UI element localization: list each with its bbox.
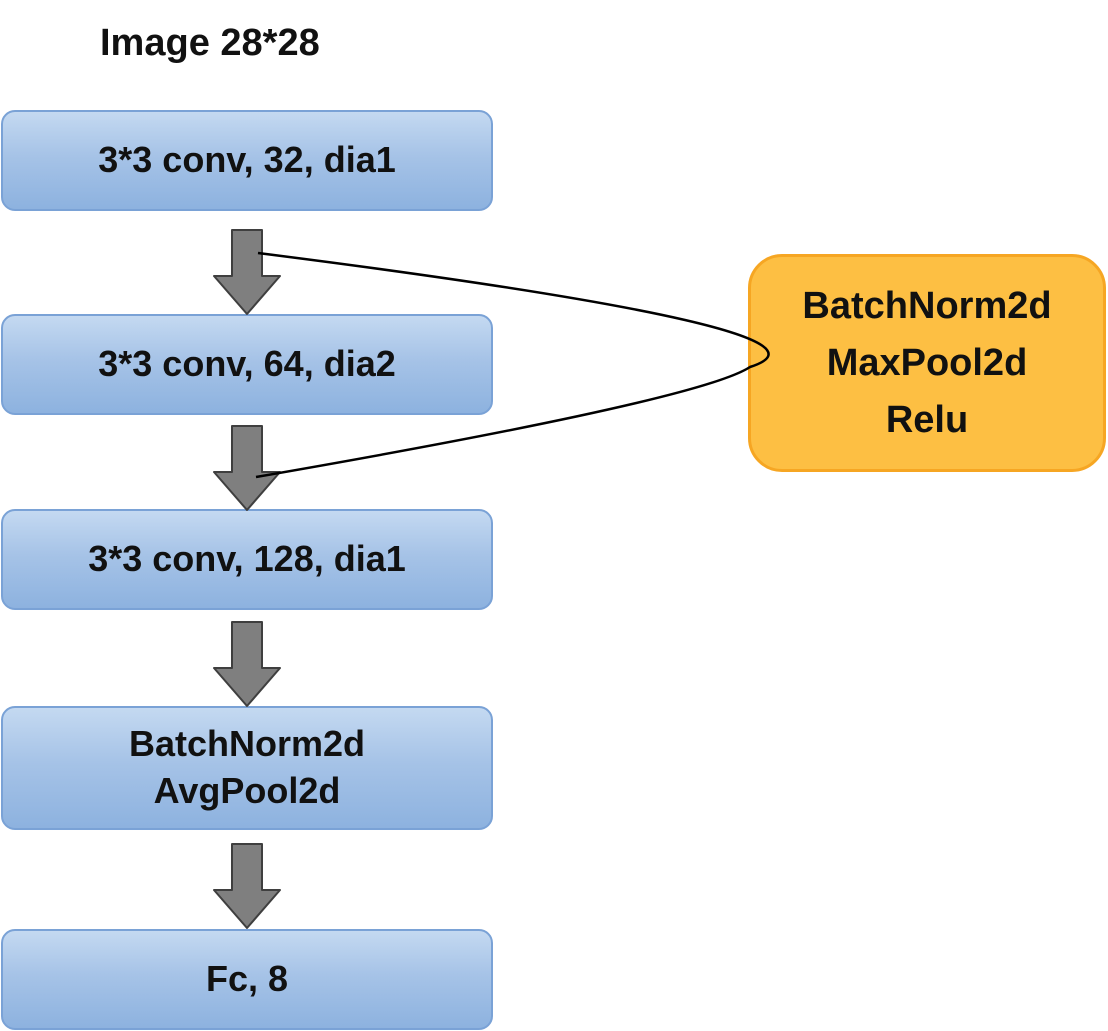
- norm-pool-line-2: AvgPool2d: [153, 770, 341, 811]
- conv-layer-1: 3*3 conv, 32, dia1: [1, 110, 493, 211]
- down-arrow-icon: [213, 621, 281, 707]
- conv-layer-3-label: 3*3 conv, 128, dia1: [88, 538, 406, 580]
- conv-layer-3: 3*3 conv, 128, dia1: [1, 509, 493, 610]
- conv-layer-1-label: 3*3 conv, 32, dia1: [98, 139, 396, 181]
- down-arrow-icon: [213, 843, 281, 929]
- fc-layer-label: Fc, 8: [205, 958, 289, 1000]
- fc-layer: Fc, 8: [1, 929, 493, 1030]
- norm-pool-layer: BatchNorm2d AvgPool2d: [1, 706, 493, 830]
- diagram-title: Image 28*28: [100, 22, 320, 64]
- norm-pool-line-1: BatchNorm2d: [128, 723, 366, 765]
- conv-layer-2: 3*3 conv, 64, dia2: [1, 314, 493, 415]
- conv-layer-2-label: 3*3 conv, 64, dia2: [98, 343, 396, 385]
- side-block-line-1: BatchNorm2d: [802, 284, 1052, 327]
- side-block: BatchNorm2d MaxPool2d Relu: [748, 254, 1106, 472]
- down-arrow-icon: [213, 229, 281, 315]
- side-block-line-3: Relu: [885, 398, 969, 441]
- down-arrow-icon: [213, 425, 281, 511]
- side-block-line-2: MaxPool2d: [826, 341, 1028, 384]
